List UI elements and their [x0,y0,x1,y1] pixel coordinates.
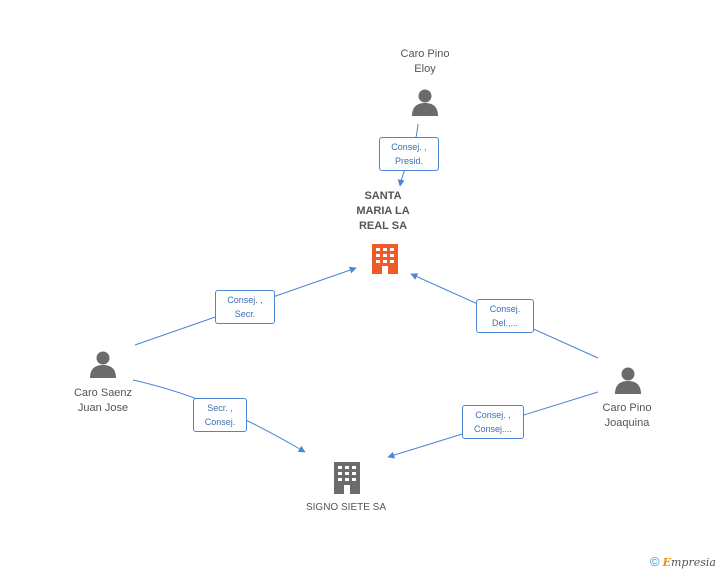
edge-label-juan-santa[interactable]: Consej. , Secr. [215,290,275,324]
node-label-eloy[interactable]: Caro Pino Eloy [380,47,470,77]
person-icon-juan[interactable] [90,351,116,379]
eloy-name-line1: Caro Pino [400,48,450,60]
brand-name: Empresia [663,556,716,569]
edge-joaquina-santa-line2: Del.,... [491,318,518,328]
brand-rest: mpresia [670,556,716,569]
edge-eloy-santa-line1: Consej. , [391,142,427,152]
node-label-santa-maria[interactable]: SANTA MARIA LA REAL SA [340,189,426,234]
building-icon-signo-siete[interactable] [334,462,360,494]
edge-label-joaquina-santa[interactable]: Consej. Del.,... [476,299,534,333]
santa-name-line1: SANTA [364,190,402,202]
edge-juan-santa-line1: Consej. , [227,295,263,305]
edge-juan-signo-line1: Secr. , [207,403,233,413]
edge-juan-signo-line2: Consej. [204,417,236,427]
empresia-logo[interactable]: ©Empresia [650,554,716,569]
edge-joaquina-santa-line1: Consej. [489,304,521,314]
person-icon-eloy[interactable] [412,89,438,117]
edge-eloy-santa-line2: Presid. [394,156,423,166]
node-label-joaquina[interactable]: Caro Pino Joaquina [582,401,672,431]
edge-joaquina-signo-line1: Consej. , [475,410,511,420]
node-label-juan[interactable]: Caro Saenz Juan Jose [55,386,151,416]
joaquina-name-line2: Joaquina [604,417,650,429]
santa-name-line2: MARIA LA [356,205,410,217]
edge-label-joaquina-signo[interactable]: Consej. , Consej.... [462,405,524,439]
edge-joaquina-signo-line2: Consej.... [473,424,513,434]
node-label-signo[interactable]: SIGNO SIETE SA [290,500,402,515]
eloy-name-line2: Eloy [414,63,436,75]
copyright-icon: © [650,554,660,569]
brand-first-letter: E [662,556,671,569]
signo-name-line1: SIGNO SIETE SA [305,502,387,513]
joaquina-name-line1: Caro Pino [602,402,652,414]
juan-name-line1: Caro Saenz [73,387,133,399]
person-icon-joaquina[interactable] [615,367,641,395]
edge-label-juan-signo[interactable]: Secr. , Consej. [193,398,247,432]
juan-name-line2: Juan Jose [77,402,129,414]
edge-label-eloy-santa[interactable]: Consej. , Presid. [379,137,439,171]
santa-name-line3: REAL SA [358,220,408,232]
building-icon-santa-maria[interactable] [372,244,398,274]
edge-juan-santa-line2: Secr. [234,309,256,319]
